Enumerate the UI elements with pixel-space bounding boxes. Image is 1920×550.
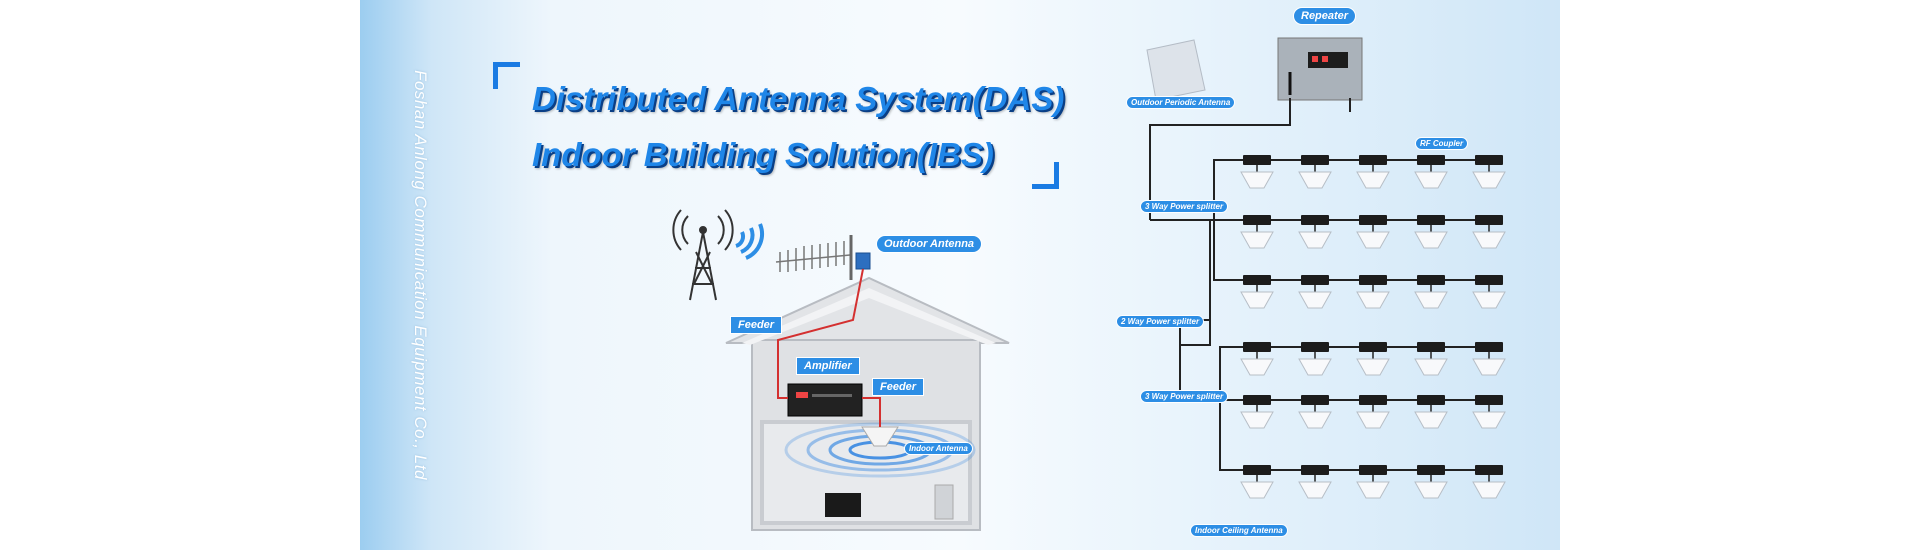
label-2way-splitter: 2 Way Power splitter bbox=[1116, 315, 1205, 328]
ceiling-antenna-icon bbox=[1472, 291, 1506, 309]
ceiling-antenna-icon bbox=[1414, 171, 1448, 189]
ceiling-antenna-icon bbox=[1414, 358, 1448, 376]
repeater-icon bbox=[1277, 37, 1363, 101]
ceiling-antenna-icon bbox=[1240, 358, 1274, 376]
ceiling-antenna-icon bbox=[1240, 481, 1274, 499]
ceiling-antenna-icon bbox=[1414, 481, 1448, 499]
label-amplifier: Amplifier bbox=[796, 357, 860, 375]
rf-coupler-icon bbox=[1243, 215, 1271, 225]
rf-coupler-icon bbox=[1243, 155, 1271, 165]
bracket-bottom-right bbox=[1032, 162, 1059, 189]
ceiling-antenna-icon bbox=[1298, 291, 1332, 309]
rf-coupler-icon bbox=[1301, 215, 1329, 225]
amplifier-icon bbox=[787, 383, 863, 417]
label-feeder-mid: Feeder bbox=[872, 378, 925, 396]
rf-coupler-icon bbox=[1301, 395, 1329, 405]
signal-waves-icon bbox=[735, 223, 764, 260]
ceiling-antenna-icon bbox=[1472, 231, 1506, 249]
ceiling-antenna-icon bbox=[1240, 291, 1274, 309]
ceiling-antenna-icon bbox=[1298, 358, 1332, 376]
ceiling-antenna-icon bbox=[1472, 358, 1506, 376]
rf-coupler-icon bbox=[1243, 465, 1271, 475]
bracket-top-left bbox=[493, 62, 520, 89]
ceiling-antenna-icon bbox=[1356, 231, 1390, 249]
ceiling-antenna-icon bbox=[1414, 411, 1448, 429]
label-feeder-top: Feeder bbox=[730, 316, 783, 334]
ceiling-antenna-icon bbox=[1472, 411, 1506, 429]
ceiling-antenna-icon bbox=[1356, 411, 1390, 429]
label-rf-coupler: RF Coupler bbox=[1415, 137, 1469, 150]
das-banner: Foshan Anlong Communication Equipment Co… bbox=[360, 0, 1560, 550]
rf-coupler-icon bbox=[1417, 342, 1445, 352]
rf-coupler-icon bbox=[1417, 465, 1445, 475]
periodic-antenna-icon bbox=[1146, 39, 1206, 101]
tv-icon bbox=[825, 493, 861, 517]
headline-das: Distributed Antenna System(DAS) bbox=[532, 80, 1065, 117]
label-indoor-ceiling-antenna: Indoor Ceiling Antenna bbox=[1190, 524, 1288, 537]
rf-coupler-icon bbox=[1417, 275, 1445, 285]
ceiling-antenna-icon bbox=[1472, 481, 1506, 499]
rf-coupler-icon bbox=[1475, 395, 1503, 405]
rf-coupler-icon bbox=[1301, 275, 1329, 285]
das-topology bbox=[1146, 37, 1500, 471]
rf-coupler-icon bbox=[1359, 395, 1387, 405]
ceiling-antenna-icon bbox=[1298, 481, 1332, 499]
label-outdoor-antenna: Outdoor Antenna bbox=[876, 235, 983, 253]
rf-coupler-icon bbox=[1475, 465, 1503, 475]
ceiling-antenna-icon bbox=[1240, 411, 1274, 429]
rf-coupler-icon bbox=[1359, 215, 1387, 225]
rf-coupler-icon bbox=[1417, 215, 1445, 225]
rf-coupler-icon bbox=[1301, 155, 1329, 165]
rf-coupler-icon bbox=[1475, 275, 1503, 285]
rf-coupler-icon bbox=[1475, 215, 1503, 225]
rf-coupler-icon bbox=[1243, 342, 1271, 352]
rf-coupler-icon bbox=[1359, 275, 1387, 285]
rf-coupler-icon bbox=[1417, 395, 1445, 405]
ceiling-antenna-icon bbox=[1298, 411, 1332, 429]
ceiling-antenna-icon bbox=[1356, 171, 1390, 189]
label-outdoor-periodic-antenna: Outdoor Periodic Antenna bbox=[1126, 96, 1236, 109]
rf-coupler-icon bbox=[1243, 395, 1271, 405]
ceiling-antenna-icon bbox=[1298, 171, 1332, 189]
ceiling-antenna-icon bbox=[1472, 171, 1506, 189]
rf-coupler-icon bbox=[1301, 342, 1329, 352]
ceiling-antenna-icon bbox=[1356, 358, 1390, 376]
rf-coupler-icon bbox=[1359, 155, 1387, 165]
rf-coupler-icon bbox=[1243, 275, 1271, 285]
ceiling-antenna-icon bbox=[1356, 291, 1390, 309]
das-diagram bbox=[672, 209, 1010, 531]
label-3way-splitter-2: 3 Way Power splitter bbox=[1140, 390, 1229, 403]
yagi-antenna-icon bbox=[775, 235, 853, 280]
ceiling-antenna-icon bbox=[1414, 231, 1448, 249]
rf-coupler-icon bbox=[1417, 155, 1445, 165]
rf-coupler-icon bbox=[1301, 465, 1329, 475]
indoor-antenna-icon bbox=[861, 426, 899, 447]
rf-coupler-icon bbox=[1475, 342, 1503, 352]
label-3way-splitter-1: 3 Way Power splitter bbox=[1140, 200, 1229, 213]
headline-ibs: Indoor Building Solution(IBS) bbox=[532, 136, 994, 173]
ceiling-antenna-icon bbox=[1240, 171, 1274, 189]
ceiling-antenna-icon bbox=[1298, 231, 1332, 249]
cell-tower-icon bbox=[672, 209, 734, 301]
label-repeater: Repeater bbox=[1293, 7, 1357, 25]
ceiling-antenna-icon bbox=[1240, 231, 1274, 249]
coupler-grid bbox=[1240, 155, 1506, 499]
ceiling-antenna-icon bbox=[1356, 481, 1390, 499]
ceiling-antenna-icon bbox=[1414, 291, 1448, 309]
rf-coupler-icon bbox=[1475, 155, 1503, 165]
rf-coupler-icon bbox=[1359, 465, 1387, 475]
label-indoor-antenna: Indoor Antenna bbox=[904, 442, 973, 455]
rf-coupler-icon bbox=[1359, 342, 1387, 352]
